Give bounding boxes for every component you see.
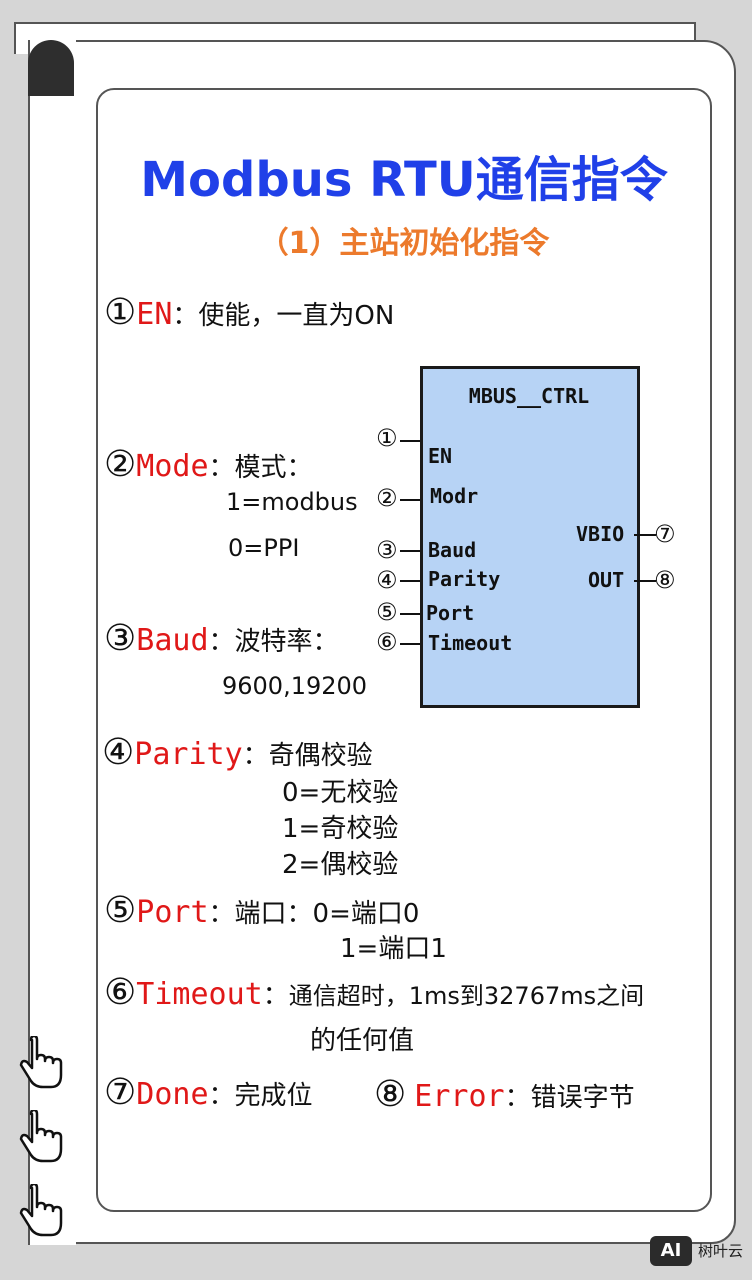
item-number: ② — [104, 444, 137, 485]
function-block — [420, 366, 640, 708]
pin-label: OUT — [588, 568, 625, 592]
item-en: ①EN：使能，一直为ON — [104, 292, 394, 333]
item-sub: 的任何值 — [310, 1026, 415, 1056]
pin-number: ③ — [376, 536, 398, 564]
item-baud: ③Baud：波特率： — [104, 618, 339, 659]
pin-line — [400, 613, 420, 615]
item-timeout: ⑥Timeout：通信超时，1ms到32767ms之间 — [104, 972, 644, 1013]
pin-number: ① — [376, 424, 398, 452]
item-done: ⑦Done：完成位 — [104, 1072, 313, 1113]
page-title: Modbus RTU通信指令 — [140, 152, 668, 208]
hand-pointer-icon — [19, 1036, 63, 1089]
item-separator: ： — [208, 627, 235, 657]
item-port: ⑤Port：端口：0=端口0 — [104, 890, 419, 931]
pin-number: ④ — [376, 566, 398, 594]
item-number: ① — [104, 292, 137, 333]
item-number: ③ — [104, 618, 137, 659]
pin-number: ⑥ — [376, 628, 398, 656]
item-desc: 通信超时，1ms到32767ms之间 — [288, 982, 645, 1010]
item-key: EN — [136, 297, 173, 332]
hand-pointer-icon — [19, 1110, 63, 1163]
pin-number: ⑤ — [376, 598, 398, 626]
item-key: Timeout — [136, 977, 263, 1012]
item-number: ⑧ — [374, 1074, 407, 1115]
item-separator: ： — [242, 741, 269, 771]
item-key: Error — [414, 1079, 505, 1114]
hand-pointer-icon — [19, 1184, 63, 1237]
item-desc: 波特率： — [234, 627, 339, 657]
pin-number: ② — [376, 484, 398, 512]
function-block-title: MBUS__CTRL — [468, 384, 590, 408]
pin-label: EN — [428, 444, 453, 468]
item-key: Parity — [134, 737, 243, 772]
pin-line — [400, 643, 420, 645]
scroll-roll-top — [28, 40, 74, 96]
item-key: Mode — [136, 449, 209, 484]
item-key: Port — [136, 895, 209, 930]
item-sub: 2=偶校验 — [282, 850, 399, 880]
item-separator: ： — [208, 899, 235, 929]
pin-label: Parity — [428, 567, 501, 591]
pin-line — [400, 550, 420, 552]
pin-line — [634, 580, 656, 582]
pin-line — [400, 440, 420, 442]
item-number: ④ — [102, 732, 135, 773]
pin-label: Baud — [428, 538, 477, 562]
pin-line — [400, 499, 420, 501]
pin-number: ⑦ — [654, 520, 676, 548]
item-desc: 模式： — [234, 453, 313, 483]
watermark-logo: AI — [650, 1236, 692, 1266]
item-number: ⑤ — [104, 890, 137, 931]
item-sub: 0=无校验 — [282, 778, 399, 808]
item-number: ⑥ — [104, 972, 137, 1013]
page-subtitle: （1）主站初始化指令 — [258, 226, 550, 261]
item-separator: ： — [208, 1081, 235, 1111]
item-mode: ②Mode：模式： — [104, 444, 313, 485]
item-desc: 完成位 — [234, 1081, 313, 1111]
item-separator: ： — [262, 981, 289, 1011]
pin-line — [634, 534, 656, 536]
item-separator: ： — [208, 453, 235, 483]
item-desc: 使能，一直为ON — [198, 301, 395, 331]
pin-label: Timeout — [428, 631, 513, 655]
watermark-text: 树叶云 — [698, 1242, 744, 1260]
pin-label: Port — [426, 601, 475, 625]
item-desc: 端口：0=端口0 — [234, 899, 420, 929]
pin-label: VBIO — [576, 522, 625, 546]
item-sub: 1=奇校验 — [282, 814, 399, 844]
item-key: Done — [136, 1077, 209, 1112]
item-sub: 1=modbus — [226, 488, 358, 516]
item-sub: 0=PPI — [228, 534, 300, 562]
item-separator: ： — [504, 1083, 531, 1113]
item-desc: 错误字节 — [530, 1083, 635, 1113]
item-desc: 奇偶校验 — [268, 741, 373, 771]
item-number: ⑦ — [104, 1072, 137, 1113]
item-sub: 1=端口1 — [340, 934, 447, 964]
item-sub: 9600,19200 — [222, 672, 368, 700]
pin-line — [400, 580, 420, 582]
item-separator: ： — [172, 301, 199, 331]
pin-label: Modr — [430, 484, 479, 508]
item-key: Baud — [136, 623, 209, 658]
pin-number: ⑧ — [654, 566, 676, 594]
item-parity: ④Parity：奇偶校验 — [102, 732, 373, 773]
